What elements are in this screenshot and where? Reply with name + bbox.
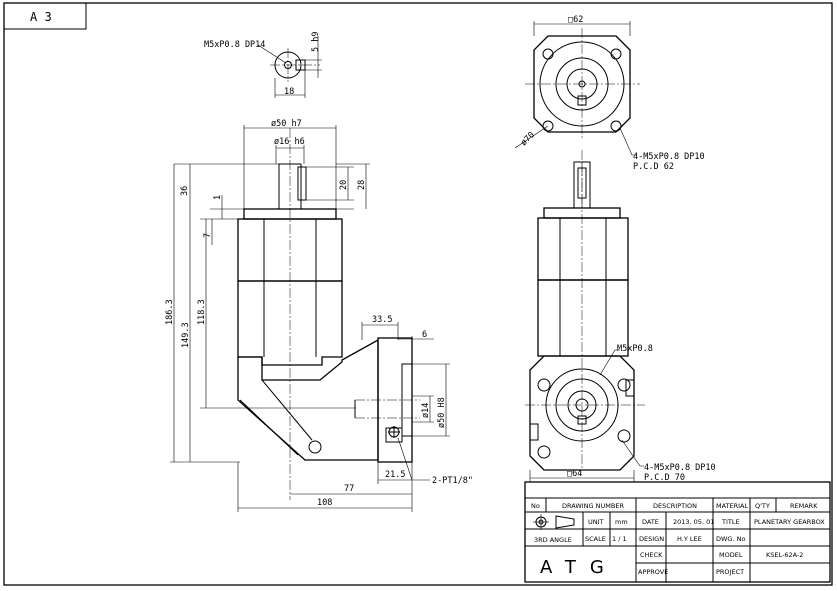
key-height-label: 5 h9: [311, 32, 321, 52]
title-value: PLANETARY GEARBOX: [754, 518, 825, 526]
key-width-label: 18: [284, 87, 294, 97]
check-label: CHECK: [640, 551, 663, 559]
port-label: 2-PT1/8": [432, 476, 473, 486]
sheet-size-label: A 3: [30, 10, 52, 24]
hdr-remark: REMARK: [790, 502, 818, 510]
dim-21-5: 21.5: [385, 470, 405, 480]
dim-118-3: 118.3: [197, 299, 207, 325]
thread-spec: M5xP0.8 DP14: [204, 40, 265, 50]
dim-33-5: 33.5: [372, 315, 392, 325]
side-tap-label: M5xP0.8: [617, 344, 653, 354]
hdr-no: No: [531, 502, 540, 510]
top-view: [514, 21, 640, 209]
dim-36: 36: [180, 186, 190, 196]
dim-14: ø14: [421, 403, 431, 418]
model-value: KSEL-62A-2: [766, 551, 803, 559]
side-holes-label: 4-M5xP0.8 DP10: [644, 463, 716, 473]
project-label: PROJECT: [716, 568, 744, 576]
dim-sq-64: □64: [567, 469, 582, 479]
dwg-label: DWG. No: [716, 535, 745, 543]
size-box: [3, 2, 87, 30]
dim-77: 77: [344, 484, 354, 494]
dim-28: 28: [357, 180, 367, 190]
scale-value: 1 / 1: [612, 535, 627, 543]
dim-20: 20: [339, 180, 349, 190]
hdr-qty: Q'TY: [755, 502, 770, 510]
design-value: H.Y LEE: [677, 535, 702, 543]
dim-sq-62: □62: [568, 15, 583, 25]
unit-label: UNIT: [588, 518, 604, 526]
dim-149-3: 149.3: [181, 322, 191, 348]
design-label: DESIGN: [639, 535, 664, 543]
dim-50h8: ø50 H8: [437, 397, 447, 428]
front-view: [170, 125, 450, 512]
dim-108: 108: [317, 498, 332, 508]
date-value: 2013. 05. 01: [673, 518, 714, 526]
shaft-end-detail: [257, 36, 322, 98]
company-logo-text: ATG: [540, 557, 618, 578]
side-pcd-label: P.C.D 70: [644, 473, 685, 483]
hdr-description: DESCRIPTION: [653, 502, 697, 510]
approve-label: APPROVE: [638, 568, 668, 576]
dim-186-3: 186.3: [165, 299, 175, 325]
sheet-border: [3, 2, 833, 586]
scale-label: SCALE: [585, 535, 606, 543]
model-label: MODEL: [719, 551, 743, 559]
title-label: TITLE: [721, 518, 740, 526]
dim-1: 1: [213, 195, 223, 200]
top-pcd-label: P.C.D 62: [633, 162, 674, 172]
top-holes-label: 4-M5xP0.8 DP10: [633, 152, 705, 162]
projection-label: 3RD ANGLE: [534, 536, 572, 544]
dim-7: 7: [203, 233, 213, 238]
unit-value: mm: [615, 518, 628, 526]
dim-shaft-dia: ø16 h6: [274, 137, 305, 147]
hdr-drawing-number: DRAWING NUMBER: [562, 502, 624, 510]
date-label: DATE: [642, 518, 659, 526]
dim-dia-70: ø70: [519, 130, 537, 148]
hdr-material: MATERIAL: [716, 502, 749, 510]
title-block: [524, 481, 831, 583]
dim-flange-dia: ø50 h7: [271, 119, 302, 129]
side-view: [525, 150, 645, 482]
dim-6: 6: [422, 330, 427, 340]
